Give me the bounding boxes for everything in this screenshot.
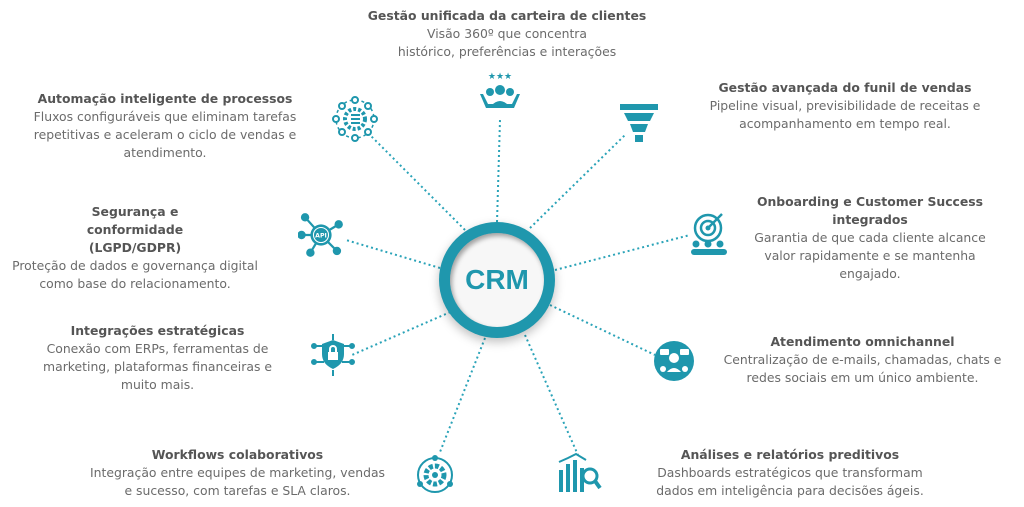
feature-title: Integrações estratégicas	[70, 323, 245, 338]
feature-title: Atendimento omnichannel	[770, 334, 955, 349]
analytics-icon	[558, 452, 602, 492]
feature-title: Segurança e conformidade (LGPD/GDPR)	[86, 204, 184, 255]
svg-text:★★★: ★★★	[488, 72, 512, 82]
lock-network-icon	[311, 334, 355, 376]
api-icon: API	[298, 213, 343, 257]
omnichannel-icon	[654, 341, 694, 381]
feature-desc: Fluxos configuráveis que eliminam tarefa…	[33, 109, 297, 160]
feature-title: Onboarding e Customer Success integrados	[756, 194, 984, 227]
feature-security: Segurança e conformidade (LGPD/GDPR)Prot…	[0, 203, 270, 293]
feature-desc: Pipeline visual, previsibilidade de rece…	[709, 98, 981, 131]
feature-title: Workflows colaborativos	[151, 447, 324, 462]
feature-onboarding: Onboarding e Customer Success integrados…	[745, 193, 995, 283]
feature-title: Análises e relatórios preditivos	[680, 447, 900, 462]
target-team-icon	[691, 213, 727, 255]
feature-desc: Dashboards estratégicos que transformam …	[656, 465, 924, 498]
crm-hub: CRM	[439, 222, 555, 338]
feature-client-portfolio: Gestão unificada da carteira de clientes…	[357, 7, 657, 61]
crm-label: CRM	[450, 233, 544, 327]
feature-desc: Centralização de e-mails, chamadas, chat…	[723, 352, 1002, 385]
workflow-gear-icon	[417, 455, 453, 493]
feature-title: Automação inteligente de processos	[37, 91, 293, 106]
automation-gear-icon	[332, 96, 378, 142]
api-label: API	[315, 233, 327, 240]
feature-title: Gestão avançada do funil de vendas	[718, 80, 972, 95]
feature-desc: Visão 360º que concentra histórico, pref…	[397, 26, 617, 59]
feature-desc: Conexão com ERPs, ferramentas de marketi…	[43, 341, 272, 392]
people-stars-icon: ★★★	[480, 72, 520, 108]
feature-desc: Proteção de dados e governança digital c…	[12, 258, 258, 291]
funnel-icon	[620, 104, 658, 142]
feature-desc: Integração entre equipes de marketing, v…	[89, 465, 385, 498]
feature-desc: Garantia de que cada cliente alcance val…	[754, 230, 986, 281]
feature-title: Gestão unificada da carteira de clientes	[367, 8, 647, 23]
